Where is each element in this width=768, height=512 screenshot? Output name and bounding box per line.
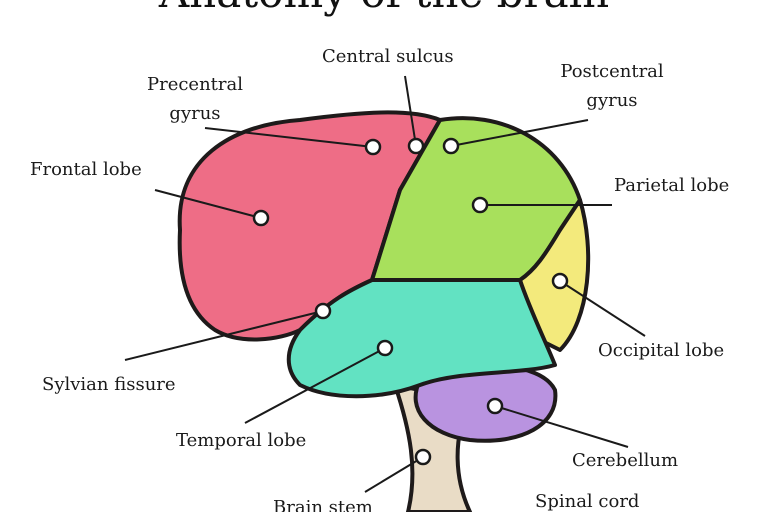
- diagram-title: Anatomy of the brain: [0, 0, 768, 17]
- label-parietal-lobe: Parietal lobe: [614, 175, 730, 196]
- temporal-lobe: [286, 278, 557, 399]
- label-brain-stem: Brain stem: [273, 497, 373, 512]
- label-sylvian-fissure: Sylvian fissure: [42, 374, 176, 395]
- label-spinal-cord: Spinal cord: [535, 491, 640, 512]
- label-frontal-lobe: Frontal lobe: [30, 159, 142, 180]
- leader-lines: [124, 75, 646, 493]
- label-precentral-line2: gyrus: [169, 103, 221, 124]
- label-occipital-lobe: Occipital lobe: [598, 340, 725, 361]
- marker-dots: [252, 137, 569, 466]
- label-central-sulcus: Central sulcus: [322, 46, 454, 67]
- label-temporal-lobe: Temporal lobe: [176, 430, 307, 451]
- label-postcentral-line2: gyrus: [586, 90, 638, 111]
- label-cerebellum: Cerebellum: [572, 450, 679, 471]
- label-postcentral-line1: Postcentral: [560, 61, 664, 82]
- label-precentral-line1: Precentral: [146, 74, 244, 95]
